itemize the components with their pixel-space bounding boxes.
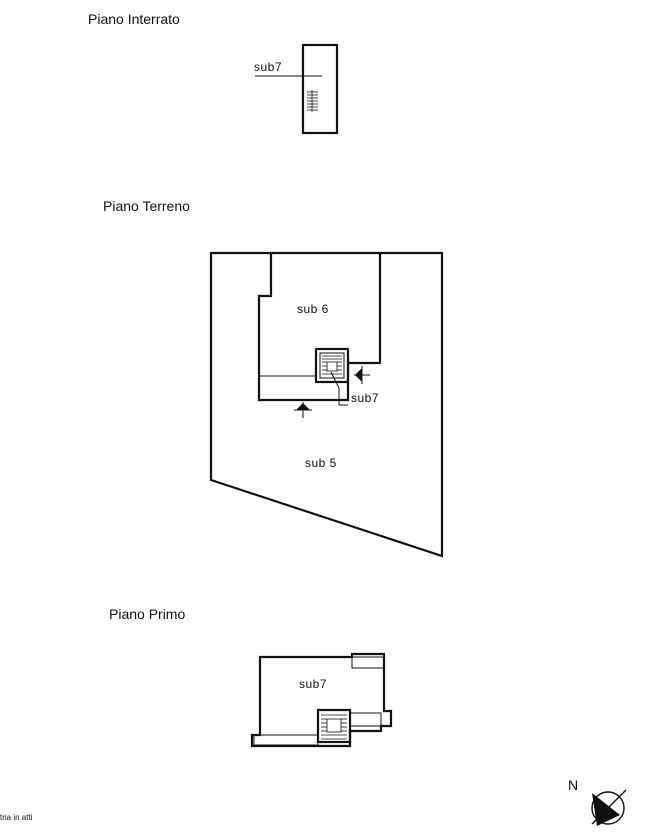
basement-unit-label: sub7 — [254, 60, 282, 74]
basement-room-outline — [301, 43, 339, 135]
stair-core-inner — [319, 352, 345, 379]
basement-floor: Piano Interrato sub7 — [88, 11, 339, 135]
footnote-text: tria in atti — [0, 813, 33, 822]
basement-floor-title: Piano Interrato — [88, 11, 180, 27]
first-stair-landing — [349, 712, 382, 727]
first-floor-stairs — [321, 714, 347, 740]
compass-circle — [591, 791, 625, 825]
first-floor-unit-label: sub7 — [299, 677, 327, 691]
ground-unit-6-outline — [257, 253, 382, 402]
first-floor-balcony — [351, 656, 385, 669]
basement-stairs — [307, 90, 318, 112]
unit-6-label: sub 6 — [297, 302, 329, 316]
ground-stairs — [322, 355, 342, 375]
ground-floor-title: Piano Terreno — [103, 198, 190, 214]
unit-5-label: sub 5 — [305, 456, 337, 470]
entrance-arrow-south — [294, 402, 312, 418]
stair-unit-leader — [330, 371, 348, 406]
first-floor: Piano Primo sub7 — [109, 606, 393, 748]
entrance-arrow-east — [354, 366, 370, 384]
first-floor-terrace — [253, 734, 319, 746]
first-floor-title: Piano Primo — [109, 606, 185, 622]
compass-arrow-icon — [592, 793, 620, 826]
ground-stair-core — [314, 347, 350, 384]
stair-unit-label: sub7 — [351, 391, 379, 405]
north-label: N — [568, 777, 578, 793]
north-compass: N — [568, 777, 627, 826]
ground-floor: Piano Terreno sub 6 sub 5 sub7 — [103, 198, 444, 558]
ground-outer-boundary — [209, 251, 444, 558]
stair-core-outer — [314, 347, 350, 384]
